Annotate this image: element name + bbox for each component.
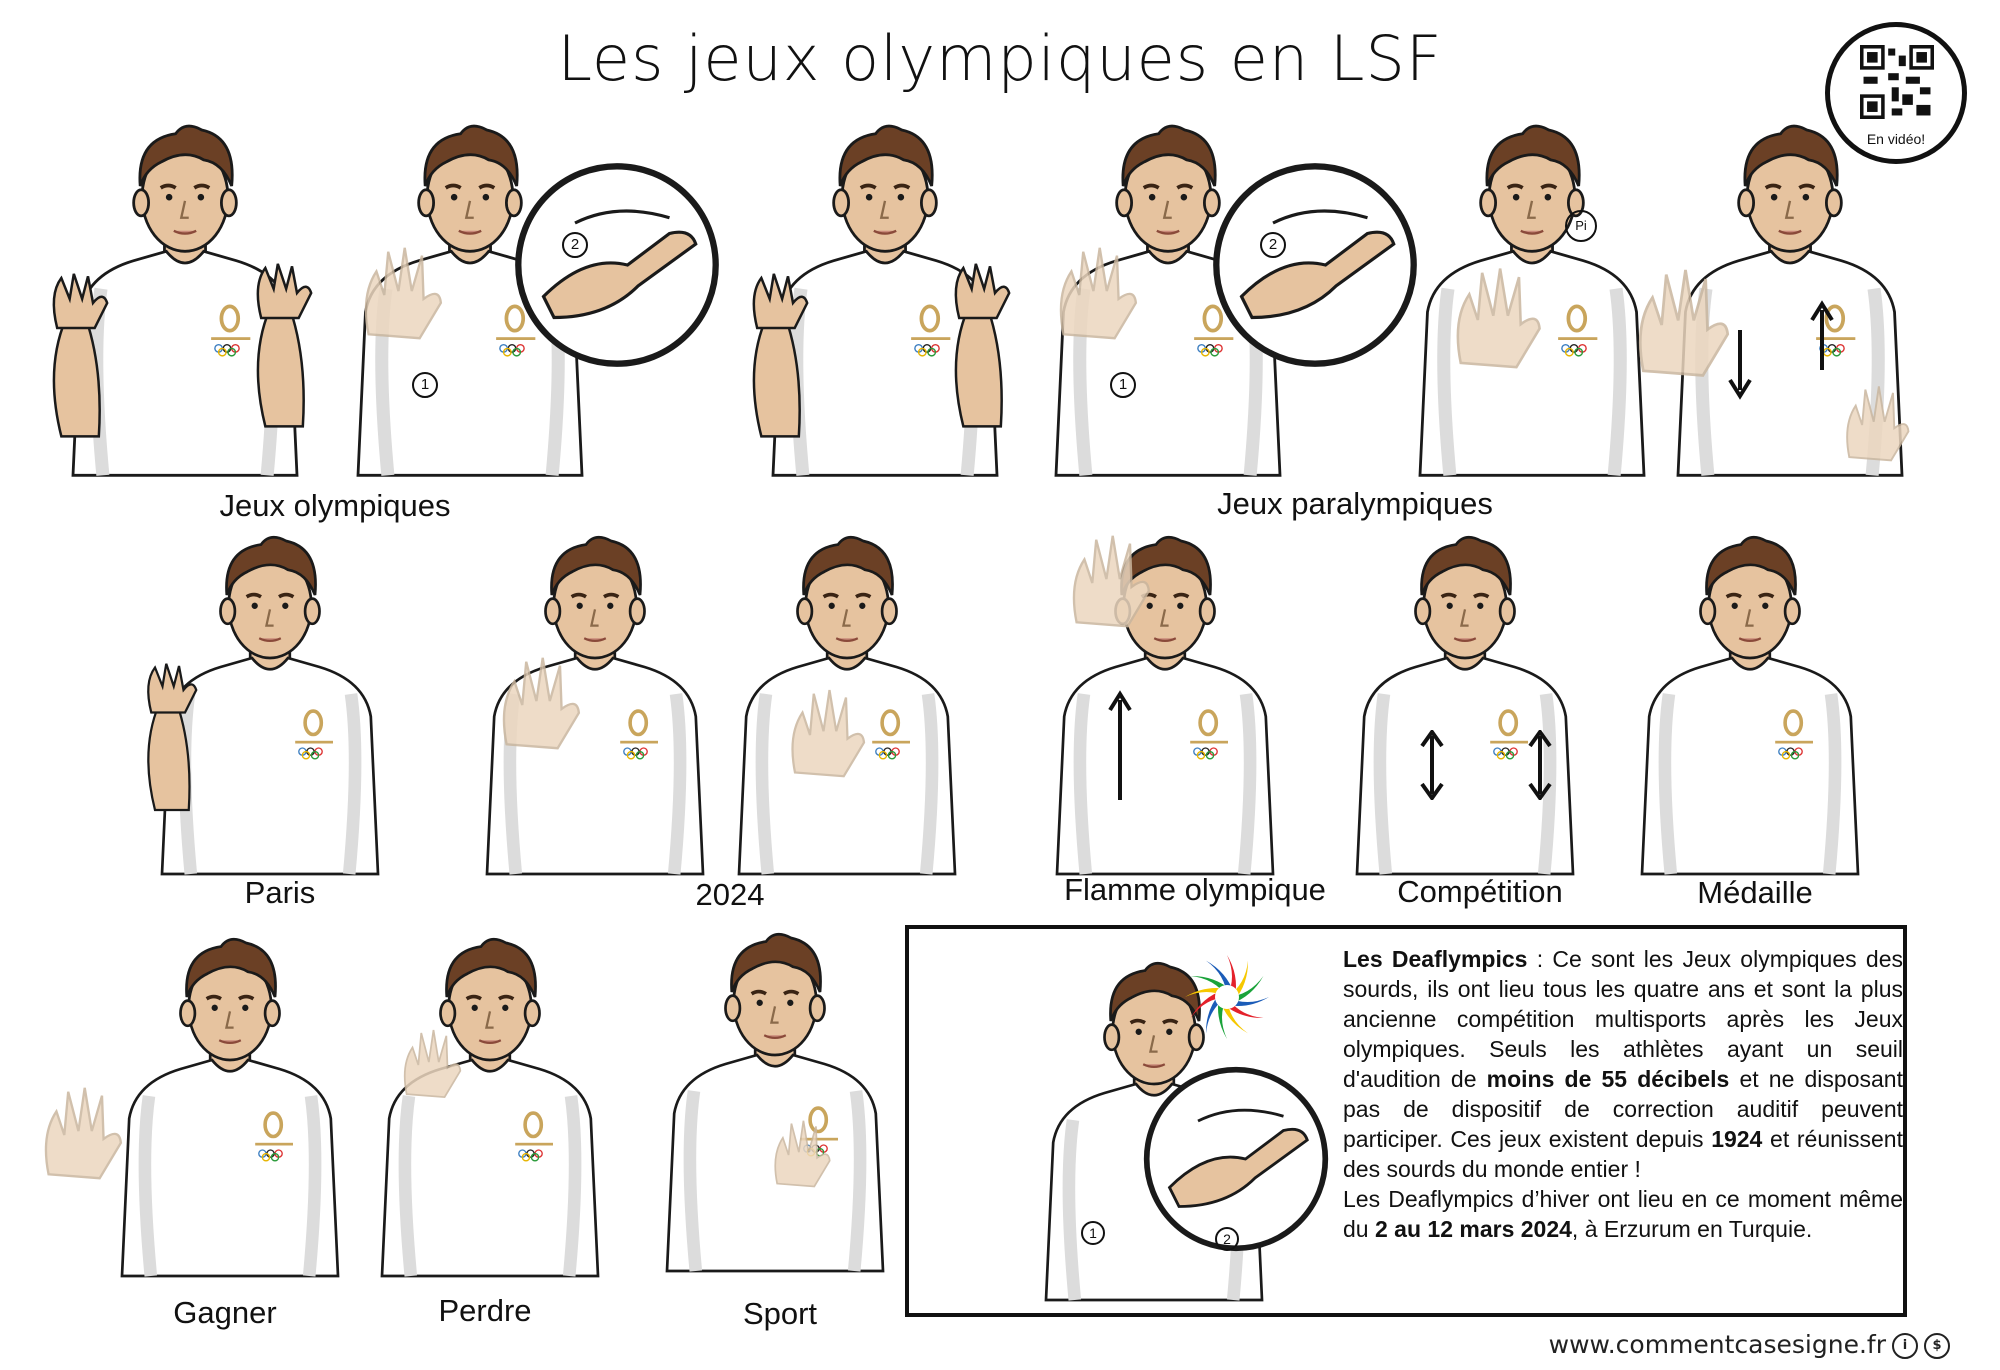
caption-gagner: Gagner — [173, 1295, 277, 1330]
caption-flamme-olympique: Flamme olympique — [1064, 872, 1326, 907]
ghost-hand-icon — [750, 1115, 850, 1195]
creative-commons-icon: i — [1892, 1333, 1918, 1359]
creative-commons-nc-icon: $ — [1924, 1333, 1950, 1359]
hand-paris-icon — [125, 650, 215, 820]
ghost-hand-icon — [345, 240, 455, 350]
hand-shaka-right-icon — [930, 258, 1030, 428]
footer-url-text: www.commentcasesigne.fr — [1548, 1330, 1886, 1359]
caption-perdre: Perdre — [438, 1293, 532, 1328]
info-p2-b: 2 au 12 mars 2024 — [1374, 1216, 1572, 1242]
step-marker-one: 1 — [1110, 372, 1136, 398]
caption-medaille: Médaille — [1697, 875, 1813, 910]
step-marker-two: 2 — [562, 232, 588, 258]
ghost-hand-icon — [1440, 260, 1550, 380]
step-marker-pi: Pi — [1565, 210, 1597, 242]
step-marker-two: 2 — [1215, 1227, 1239, 1251]
page-title: Les jeux olympiques en LSF — [557, 22, 1443, 95]
deaflympics-info-box: 1 2 Les Deaflympics : Ce sont les Jeux o… — [905, 925, 1907, 1317]
info-p2-c: , à Erzurum en Turquie. — [1571, 1216, 1813, 1242]
ghost-hand-icon — [1040, 240, 1150, 350]
sign-gagner-figure — [95, 930, 365, 1280]
qr-code-badge[interactable]: En vidéo! — [1825, 22, 1967, 164]
qr-code-icon — [1860, 45, 1934, 119]
logo-petal — [1227, 997, 1269, 1006]
info-p2-a: Les Deaflympics d’hiver ont lieu en ce m… — [1343, 1186, 1903, 1242]
info-p1-a: : Ce sont les Jeux olympiques des sourds… — [1343, 946, 1904, 1092]
info-p1-e: et réunissent des sourds du monde entier… — [1343, 1126, 1903, 1182]
logo-petal — [1185, 988, 1227, 997]
step-marker-one: 1 — [412, 372, 438, 398]
caption-competition: Compétition — [1397, 874, 1563, 909]
step-marker-one: 1 — [1081, 1221, 1105, 1245]
caption-2024: 2024 — [695, 877, 765, 912]
caption-paris: Paris — [244, 875, 316, 910]
info-p1-d: 1924 — [1711, 1126, 1763, 1152]
info-title: Les Deaflympics — [1343, 946, 1528, 972]
info-p1-c: et ne disposant pas de dispositif de cor… — [1343, 1066, 1903, 1152]
arrow-up-icon — [1810, 300, 1834, 370]
ghost-hand-icon — [30, 1080, 130, 1190]
info-p1-b: moins de 55 décibels — [1486, 1066, 1730, 1092]
step-marker-two: 2 — [1260, 232, 1286, 258]
ghost-hand-icon — [1058, 528, 1158, 638]
sign-medaille-figure — [1615, 528, 1885, 878]
caption-sport: Sport — [742, 1296, 818, 1331]
ghost-hand-icon — [1830, 380, 1920, 470]
zoom-circle-detail — [1210, 160, 1420, 370]
logo-petal — [1227, 955, 1236, 997]
arrow-down-icon — [1728, 330, 1752, 400]
arrow-updown-icon — [1420, 730, 1444, 800]
zoom-circle-detail — [1141, 1064, 1331, 1254]
arrow-updown-icon — [1528, 730, 1552, 800]
deaflympics-logo-icon — [1185, 955, 1269, 1039]
hand-shaka-right-icon — [232, 258, 332, 428]
ghost-hand-icon — [395, 1015, 465, 1115]
ghost-hand-icon — [1625, 260, 1735, 390]
zoom-circle-detail — [512, 160, 722, 370]
logo-petal — [1218, 997, 1227, 1039]
arrow-up-icon — [1108, 690, 1132, 800]
sign-sport-figure — [640, 925, 910, 1275]
qr-label: En vidéo! — [1866, 131, 1926, 147]
hand-shaka-left-icon — [728, 268, 828, 438]
caption-jeux-paralympiques: Jeux paralympiques — [1217, 486, 1493, 521]
sign-competition-figure — [1330, 528, 1600, 878]
caption-jeux-olympiques: Jeux olympiques — [219, 488, 451, 523]
deaflympics-text: Les Deaflympics : Ce sont les Jeux olymp… — [1343, 944, 1903, 1244]
ghost-hand-icon — [780, 680, 870, 790]
logo-center — [1215, 985, 1239, 1009]
hand-shaka-left-icon — [28, 268, 128, 438]
ghost-hand-icon — [488, 650, 588, 760]
